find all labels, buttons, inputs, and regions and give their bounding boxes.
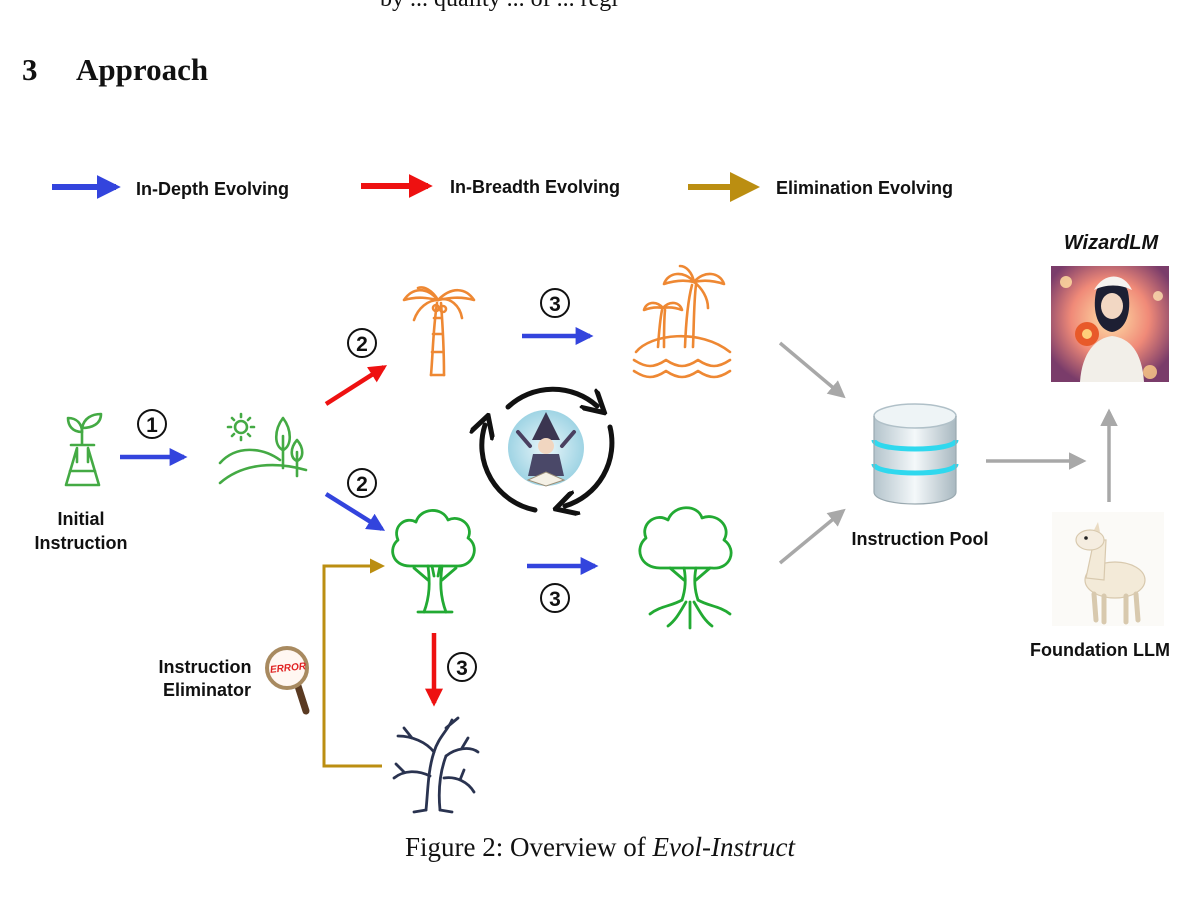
elimination-path bbox=[322, 558, 385, 768]
flow-arrow-island-to-pool bbox=[778, 341, 846, 399]
eliminator-label-line2: Eliminator bbox=[163, 680, 251, 700]
island-palms-icon bbox=[632, 264, 732, 379]
flow-arrow-tree-to-pool bbox=[778, 508, 846, 565]
figure-caption: Figure 2: Overview of Evol-Instruct bbox=[0, 832, 1200, 863]
wizard-icon bbox=[508, 410, 584, 487]
magnifier-error-icon: ERROR bbox=[265, 646, 310, 715]
section-number: 3 bbox=[22, 52, 38, 87]
section-title: Approach bbox=[76, 52, 209, 87]
caption-emphasis: Evol-Instruct bbox=[652, 832, 795, 862]
palm-tree-icon bbox=[402, 286, 476, 377]
oak-tree-icon bbox=[391, 509, 476, 614]
step2-badge-bottom: 2 bbox=[347, 468, 377, 498]
step2-depth-arrow bbox=[324, 492, 386, 531]
alpaca-icon bbox=[1052, 512, 1164, 626]
clipped-text-line: by ... quality ... of ... regi bbox=[380, 0, 618, 13]
step2-badge-top: 2 bbox=[347, 328, 377, 358]
caption-prefix: Figure 2: Overview of bbox=[405, 832, 653, 862]
step3-badge-down: 3 bbox=[447, 652, 477, 682]
step1-badge: 1 bbox=[137, 409, 167, 439]
error-badge-text: ERROR bbox=[270, 661, 308, 676]
svg-text:1: 1 bbox=[146, 414, 158, 437]
wizardlm-label: WizardLM bbox=[1064, 232, 1160, 254]
wizard-portrait-icon bbox=[1051, 266, 1169, 382]
legend-label-in-breadth: In-Breadth Evolving bbox=[450, 177, 620, 197]
svg-text:2: 2 bbox=[356, 333, 368, 356]
dead-tree-icon bbox=[392, 716, 480, 814]
step3-badge-top: 3 bbox=[540, 288, 570, 318]
legend: In-Depth Evolving In-Breadth Evolving El… bbox=[52, 172, 953, 202]
database-icon bbox=[871, 403, 959, 505]
foundation-llm-label: Foundation LLM bbox=[1030, 640, 1170, 660]
instruction-pool-label: Instruction Pool bbox=[852, 529, 989, 549]
eliminator-label-line1: Instruction bbox=[159, 657, 252, 677]
legend-label-in-depth: In-Depth Evolving bbox=[136, 179, 289, 199]
hill-sun-trees-icon bbox=[218, 412, 308, 485]
rooted-tree-icon bbox=[638, 506, 733, 630]
svg-text:2: 2 bbox=[356, 473, 368, 496]
svg-text:3: 3 bbox=[549, 588, 561, 611]
step2-breadth-arrow bbox=[324, 365, 388, 406]
svg-text:3: 3 bbox=[549, 293, 561, 316]
cycle-arrows-icon bbox=[482, 386, 615, 510]
step3-badge-bottom-right: 3 bbox=[540, 583, 570, 613]
svg-text:3: 3 bbox=[456, 657, 468, 680]
legend-label-elimination: Elimination Evolving bbox=[776, 178, 953, 198]
initial-instruction-label-line1: Initial bbox=[57, 509, 104, 529]
section-heading: 3 Approach bbox=[22, 52, 208, 88]
plant-flask-icon bbox=[64, 412, 103, 487]
initial-instruction-label-line2: Instruction bbox=[35, 533, 128, 553]
